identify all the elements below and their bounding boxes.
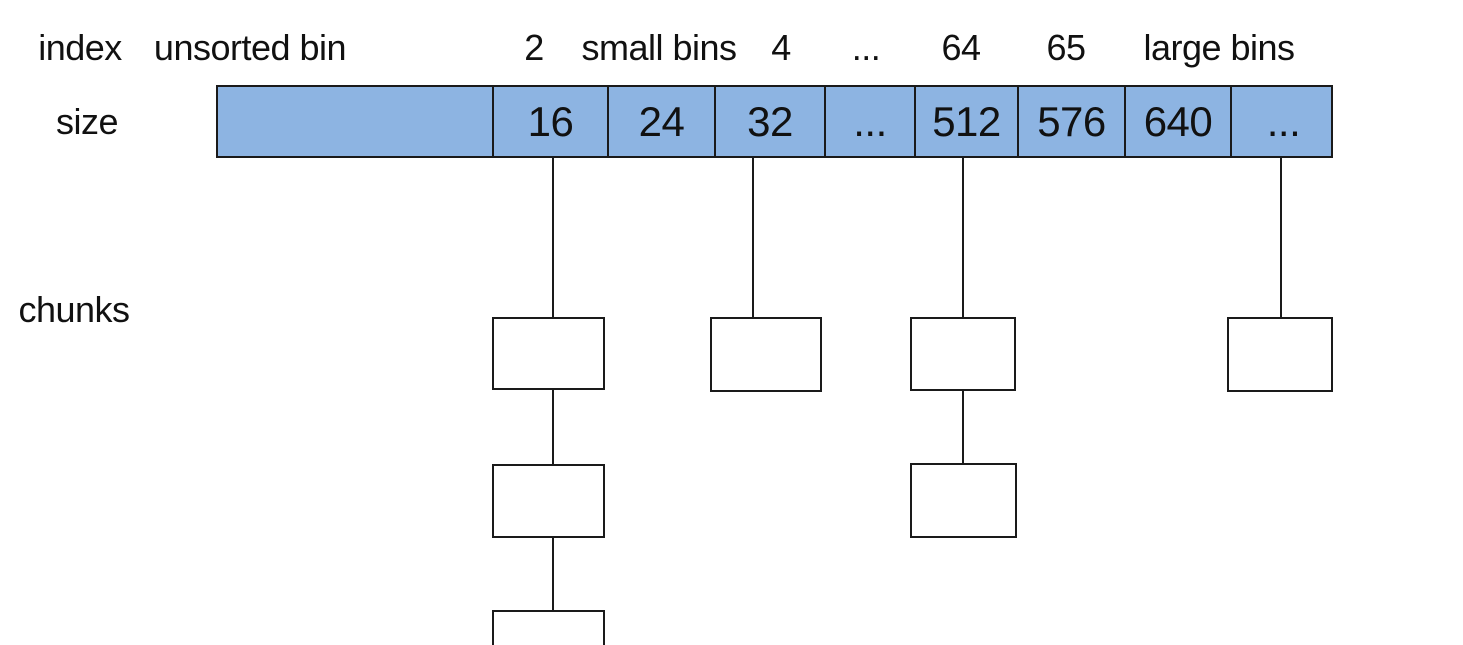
bin-cell-32: 32	[714, 87, 824, 156]
size-row-label: size	[55, 101, 119, 142]
index-row-label: index	[38, 27, 122, 68]
index-label-ellipsis: ...	[851, 27, 881, 68]
bin-cell-24: 24	[607, 87, 714, 156]
connector-line	[552, 538, 554, 610]
bin-cell-ellipsis-1: ...	[824, 87, 914, 156]
chunk-box	[710, 317, 822, 392]
connector-line	[552, 158, 554, 317]
bin-cell-640: 640	[1124, 87, 1230, 156]
bin-cell-unsorted	[218, 87, 492, 156]
chunk-box	[492, 610, 605, 645]
connector-line	[1280, 158, 1282, 317]
bin-cell-ellipsis-2: ...	[1230, 87, 1335, 156]
connector-line	[962, 391, 964, 463]
index-label-2: 2	[524, 27, 544, 68]
bin-cell-16: 16	[492, 87, 607, 156]
index-label-65: 65	[1046, 27, 1086, 68]
connector-line	[552, 390, 554, 464]
index-label-unsorted-bin: unsorted bin	[153, 27, 347, 68]
bin-cell-512: 512	[914, 87, 1017, 156]
index-label-small-bins: small bins	[581, 27, 737, 68]
chunk-box	[1227, 317, 1333, 392]
bin-cell-576: 576	[1017, 87, 1124, 156]
index-label-64: 64	[941, 27, 981, 68]
chunk-box	[492, 317, 605, 390]
chunks-row-label: chunks	[18, 289, 130, 330]
bins-size-bar: 16 24 32 ... 512 576 640 ...	[216, 85, 1333, 158]
index-label-large-bins: large bins	[1143, 27, 1295, 68]
chunk-box	[910, 463, 1017, 538]
chunk-box	[910, 317, 1016, 391]
connector-line	[962, 158, 964, 317]
connector-line	[752, 158, 754, 317]
index-label-4: 4	[771, 27, 791, 68]
chunk-box	[492, 464, 605, 538]
